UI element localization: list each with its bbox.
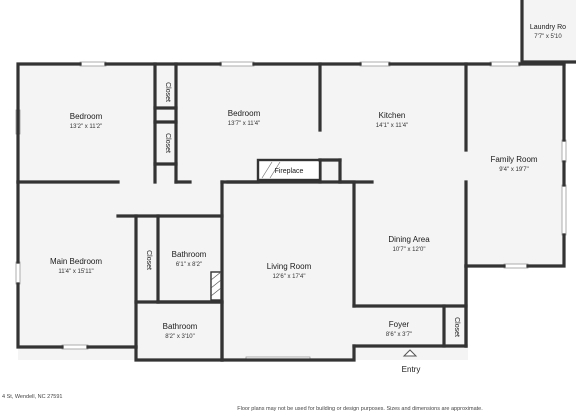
bathroom-1-dims: 6'1" x 8'2" [176,262,202,268]
room-labels: Laundry Ro 7'7" x 5'10 Bedroom 13'2" x 1… [50,24,566,340]
walls [16,0,576,362]
dining-area-name: Dining Area [388,235,430,244]
bathroom-2-dims: 8'2" x 3'10" [165,334,195,340]
dining-area-dims: 10'7" x 12'0" [393,247,426,253]
linen-hatch [210,271,222,301]
bedroom-2-dims: 13'7" x 11'4" [228,121,260,127]
closet-labels: Closet Closet Closet Closet [145,82,460,337]
closet-label-upper: Closet [164,82,171,102]
fireplace-label: Fireplace [275,168,304,175]
bedroom-2-name: Bedroom [228,109,261,118]
closet-label-foyer: Closet [453,317,460,337]
family-room-dims: 9'4" x 19'7" [499,167,529,173]
bathroom-1-name: Bathroom [172,250,207,259]
family-room-name: Family Room [490,155,537,164]
closet-label-mid: Closet [164,133,171,153]
main-bedroom-dims: 11'4" x 15'11" [58,269,93,275]
closet-label-hall: Closet [145,250,152,270]
entry-label: Entry [402,365,421,374]
foyer-name: Foyer [389,320,410,329]
entry-marker: Entry [402,349,421,374]
disclaimer-text: Floor plans may not be used for building… [237,406,483,412]
living-room-dims: 12'6" x 17'4" [273,274,306,280]
main-bedroom-name: Main Bedroom [50,257,102,266]
laundry-dims: 7'7" x 5'10 [534,34,562,40]
fireplace-hatch [261,161,281,179]
address-text: 4 St, Wendell, NC 27591 [2,394,62,400]
floor-fill [18,0,576,360]
kitchen-dims: 14'1" x 11'4" [376,123,408,129]
kitchen-name: Kitchen [379,111,406,120]
bedroom-1-dims: 13'2" x 11'2" [70,124,102,130]
bathroom-2-name: Bathroom [163,322,198,331]
living-room-name: Living Room [267,262,312,271]
laundry-name: Laundry Ro [530,24,566,31]
foyer-dims: 8'6" x 3'7" [386,332,412,338]
bedroom-1-name: Bedroom [70,112,103,121]
